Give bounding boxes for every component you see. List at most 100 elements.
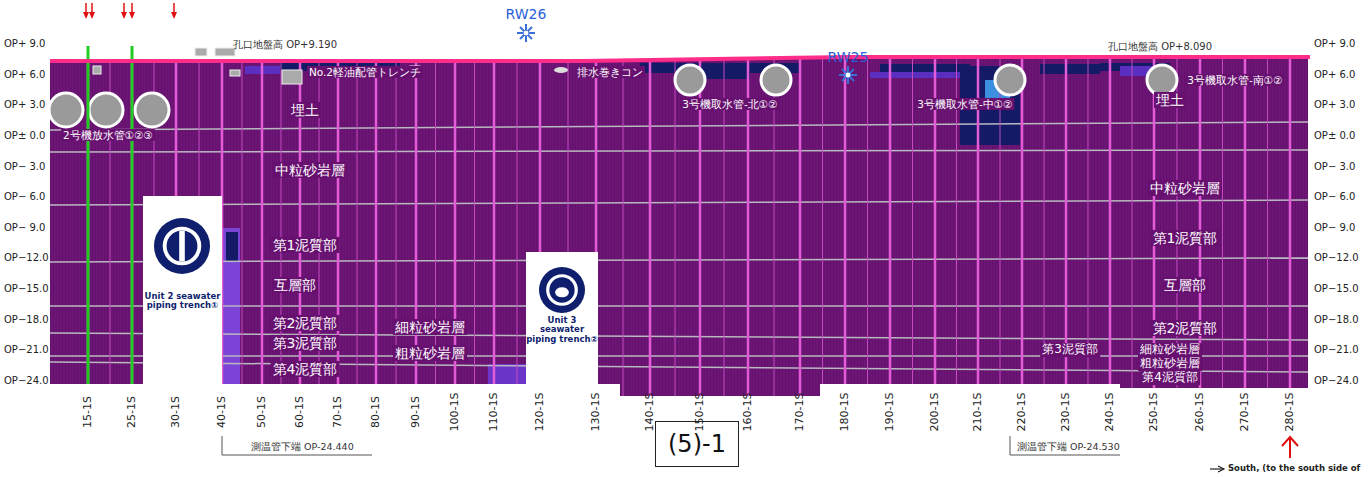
structure: [554, 67, 568, 73]
axis-label: OP−24.0: [1314, 375, 1359, 387]
borehole-line: [1109, 58, 1112, 398]
pipe-section: [89, 93, 123, 127]
borehole-number: 190-1S: [884, 393, 897, 432]
bottom-depth-note: 測温管下端 OP-24.530: [1016, 442, 1121, 453]
borehole-line: [1244, 58, 1247, 398]
stratum-label: 第3泥質部: [1040, 343, 1100, 357]
axis-label: OP+ 3.0: [1314, 100, 1355, 112]
marker-line: [87, 46, 90, 384]
stratum-label: 第1泥質部: [271, 237, 340, 253]
stratum-boundary: [50, 258, 1308, 262]
borehole-number: 40-1S: [216, 396, 229, 428]
borehole-number: 50-1S: [256, 396, 269, 428]
borehole-number: 90-1S: [410, 396, 423, 428]
stratum-label: 埋土: [1154, 92, 1186, 108]
arrow-marker: [123, 3, 125, 13]
axis-label: OP− 6.0: [4, 191, 45, 203]
borehole-line: [889, 58, 892, 398]
axis-label: OP± 0.0: [1314, 130, 1355, 142]
borehole-line: [261, 58, 264, 398]
borehole-line: [242, 58, 243, 398]
leader-line: [222, 436, 372, 455]
axis-label: OP− 3.0: [1314, 161, 1355, 173]
borehole-line: [474, 58, 475, 398]
well-label: RW26: [506, 6, 547, 22]
borehole-number: 240-1S: [1104, 393, 1117, 432]
borehole-number: 210-1S: [972, 393, 985, 432]
ground-level-note: 孔口地盤高 OP+9.190: [233, 39, 337, 51]
stratum-label: 細粒砂岩層: [393, 319, 467, 335]
borehole-number: 180-1S: [839, 393, 852, 432]
axis-label: OP− 9.0: [4, 222, 45, 234]
pipe-section: [761, 65, 791, 95]
trench-box: Unit 3 seawater piping trench②: [526, 252, 598, 384]
borehole-number: 25-1S: [126, 396, 139, 428]
borehole-line: [375, 58, 378, 398]
structure: [215, 48, 235, 56]
arrow-marker: [121, 12, 127, 19]
arrow-marker: [89, 12, 95, 19]
bottom-depth-note: 測温管下端 OP-24.440: [250, 442, 355, 453]
node-label: Unit 3 seawater piping trench②: [526, 316, 598, 344]
rw-symbol: [517, 24, 535, 42]
borehole-number: 30-1S: [170, 396, 183, 428]
stratum-boundary: [50, 305, 1308, 307]
stratum-label: 第2泥質部: [1151, 320, 1220, 336]
borehole-number: 70-1S: [332, 396, 345, 428]
stratum-label: 粗粒砂岩層: [393, 345, 467, 361]
axis-label: OP−21.0: [4, 345, 49, 357]
axis-label: OP− 9.0: [1314, 222, 1355, 234]
ground-level-note: 孔口地盤高 OP+8.090: [1108, 41, 1212, 53]
leader-line: [1010, 436, 1120, 455]
axis-label: OP+ 9.0: [4, 38, 45, 50]
direction-arrow: [1218, 466, 1224, 472]
stratum-label: 中粒砂岩層: [1148, 180, 1222, 196]
well-label: RW25: [828, 49, 869, 65]
structure: [282, 70, 302, 84]
marker-line: [131, 46, 134, 384]
borehole-number: 170-1S: [794, 393, 807, 432]
borehole-line: [493, 58, 496, 398]
borehole-line: [912, 58, 913, 398]
borehole-number: 110-1S: [488, 393, 501, 432]
axis-label: OP−21.0: [1314, 345, 1359, 357]
borehole-number: 280-1S: [1284, 393, 1297, 432]
borehole-number: 130-1S: [590, 393, 603, 432]
node-label: (5)-1: [668, 430, 726, 458]
borehole-number: 270-1S: [1239, 393, 1252, 432]
borehole-number: 200-1S: [929, 393, 942, 432]
ground-surface-line: [50, 57, 1310, 61]
axis-label: OP−18.0: [4, 314, 49, 326]
arrow-marker: [131, 3, 133, 13]
stratum-boundary: [50, 333, 1308, 340]
borehole-line: [1222, 58, 1223, 398]
borehole-number: 230-1S: [1060, 393, 1073, 432]
stratum-boundary: [50, 355, 1308, 357]
direction-note: South, (to the south side of: [1228, 464, 1360, 474]
borehole-number: 15-1S: [82, 396, 95, 428]
arrow-marker: [173, 3, 175, 13]
arrow-marker: [129, 12, 135, 19]
node-label: Unit 2 seawater piping trench①: [143, 292, 222, 311]
borehole-line: [1132, 58, 1133, 398]
borehole-number: 120-1S: [534, 393, 547, 432]
axis-label: OP−12.0: [4, 253, 49, 265]
arrow-marker: [85, 3, 87, 13]
borehole-number: 60-1S: [294, 396, 307, 428]
temperature-patch: [870, 72, 960, 78]
structure-label: 2号機放水管①②③: [61, 129, 155, 141]
borehole-line: [867, 58, 868, 398]
stratum-boundary: [50, 200, 1308, 205]
stratum-label: 中粒砂岩層: [273, 162, 347, 178]
borehole-line: [649, 58, 652, 398]
axis-label: OP± 0.0: [4, 130, 45, 142]
borehole-number: 160-1S: [742, 393, 755, 432]
borehole-number: 260-1S: [1194, 393, 1207, 432]
borehole-number: 150-1S: [694, 393, 707, 432]
temperature-patch: [1040, 64, 1100, 74]
axis-label: OP−24.0: [4, 375, 49, 387]
axis-label: OP−18.0: [1314, 314, 1359, 326]
stratum-label: 埋土: [289, 102, 321, 118]
axis-label: OP+ 3.0: [4, 100, 45, 112]
axis-label: OP+ 6.0: [1314, 69, 1355, 81]
